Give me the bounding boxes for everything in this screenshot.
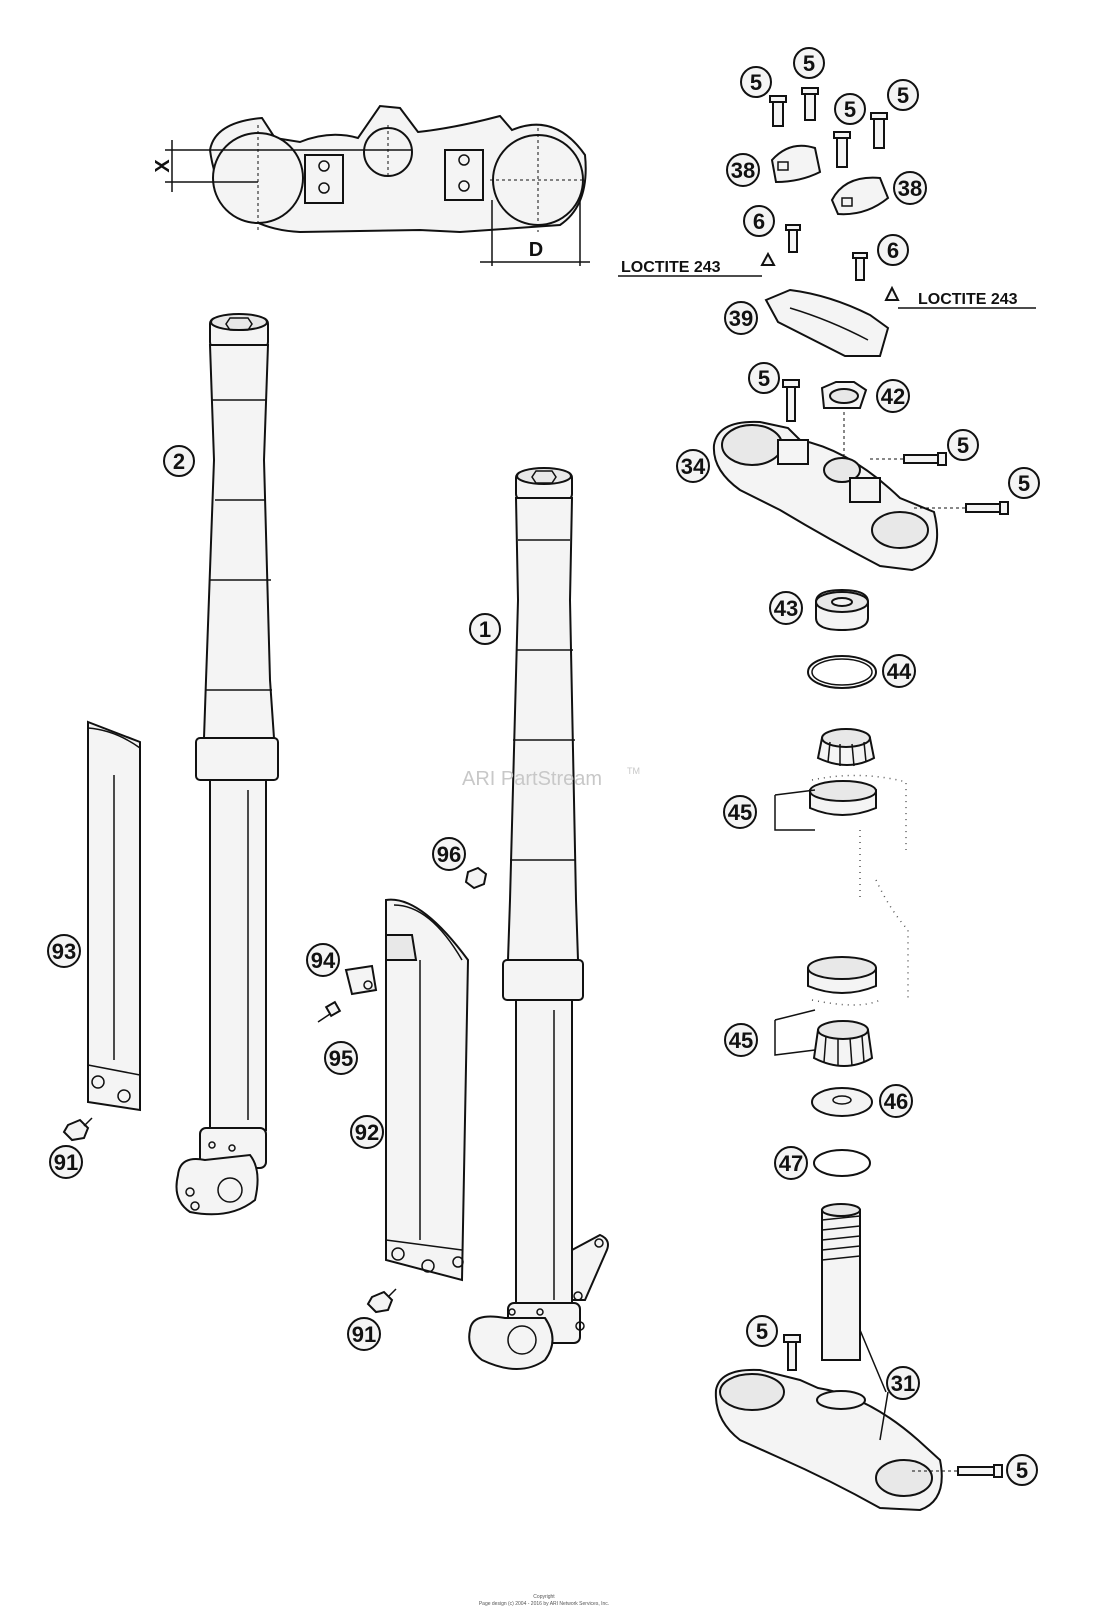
o-ring-47 (813, 1149, 871, 1177)
callout-5[interactable]: 5 (1008, 467, 1040, 499)
callout-5[interactable]: 5 (887, 79, 919, 111)
callout-label: 31 (891, 1371, 915, 1396)
callout-label: 5 (1018, 471, 1030, 496)
callout-43[interactable]: 43 (769, 591, 803, 625)
callout-label: 5 (844, 97, 856, 122)
callout-34[interactable]: 34 (676, 449, 710, 483)
dimension-d-label: D (529, 239, 543, 261)
leader-lines (859, 1329, 889, 1441)
watermark-text: ARI PartStream (462, 768, 602, 790)
watermark-tm: TM (627, 766, 640, 776)
screw-95 (317, 1000, 342, 1023)
callout-label: 5 (803, 51, 815, 76)
callout-label: 95 (329, 1046, 353, 1071)
callout-92[interactable]: 92 (350, 1115, 384, 1149)
callout-label: 5 (758, 366, 770, 391)
clamp-38-right (830, 176, 890, 216)
callout-91[interactable]: 91 (347, 1317, 381, 1351)
bearing-45-upper (809, 728, 877, 816)
washer-46 (811, 1087, 873, 1117)
callout-label: 91 (352, 1322, 376, 1347)
callout-label: 92 (355, 1120, 379, 1145)
callout-label: 34 (681, 454, 706, 479)
dimension-x-label: X (152, 159, 174, 173)
upper-triple-clamp-34 (712, 379, 1009, 572)
callout-label: 39 (729, 306, 753, 331)
callout-6[interactable]: 6 (877, 234, 909, 266)
callout-label: 5 (1016, 1458, 1028, 1483)
callout-93[interactable]: 93 (47, 934, 81, 968)
callout-46[interactable]: 46 (879, 1084, 913, 1118)
callout-label: 44 (887, 659, 912, 684)
fork-leg-left (175, 313, 279, 1216)
callout-label: 45 (728, 800, 752, 825)
callout-label: 46 (884, 1089, 908, 1114)
callout-95[interactable]: 95 (324, 1041, 358, 1075)
callout-label: 1 (479, 617, 491, 642)
callout-label: 6 (753, 209, 765, 234)
callout-5[interactable]: 5 (748, 362, 780, 394)
callout-6[interactable]: 6 (743, 205, 775, 237)
callout-45[interactable]: 45 (724, 1023, 758, 1057)
loctite-note-left: LOCTITE 243 (621, 259, 721, 276)
callout-5[interactable]: 5 (834, 93, 866, 125)
fork-guard-left (87, 720, 141, 1112)
callout-96[interactable]: 96 (432, 837, 466, 871)
bearing-45-lower (807, 956, 877, 1067)
callout-2[interactable]: 2 (163, 445, 195, 477)
callout-91[interactable]: 91 (49, 1145, 83, 1179)
callout-label: 2 (173, 449, 185, 474)
lower-triple-clamp-31 (714, 1203, 1003, 1512)
callout-label: 5 (756, 1319, 768, 1344)
fork-guard-right (385, 898, 470, 1282)
dust-seal-43 (815, 588, 869, 632)
clamp-94 (344, 964, 378, 996)
clamp-38-left (770, 144, 822, 184)
callout-label: 91 (54, 1150, 78, 1175)
callout-45[interactable]: 45 (723, 795, 757, 829)
callout-label: 38 (731, 158, 755, 183)
callout-label: 5 (957, 433, 969, 458)
callout-label: 42 (881, 384, 905, 409)
screws-6 (760, 224, 900, 301)
loctite-note-right: LOCTITE 243 (918, 291, 1018, 308)
callout-label: 38 (898, 176, 922, 201)
callout-label: 47 (779, 1151, 803, 1176)
callout-94[interactable]: 94 (306, 943, 340, 977)
callout-5[interactable]: 5 (740, 66, 772, 98)
callout-label: 5 (897, 83, 909, 108)
callout-5[interactable]: 5 (947, 429, 979, 461)
bridge-39 (764, 288, 890, 357)
triple-clamp-dimension-sketch: X D (152, 104, 590, 266)
callouts: 5 5 5 5 38 38 6 6 39 5 42 5 34 5 2 1 43 … (47, 47, 1040, 1486)
nut-96 (464, 866, 488, 890)
callout-1[interactable]: 1 (469, 613, 501, 645)
bracket-45 (774, 789, 816, 1056)
callout-label: 93 (52, 939, 76, 964)
footer-page-design: Page design (c) 2004 - 2016 by ARI Netwo… (479, 1601, 609, 1607)
fork-leg-right (468, 467, 609, 1370)
footer-copyright: Copyright (533, 1594, 555, 1600)
callout-39[interactable]: 39 (724, 301, 758, 335)
callout-label: 94 (311, 948, 336, 973)
screw-91-left (62, 1117, 93, 1142)
callout-31[interactable]: 31 (886, 1366, 920, 1400)
callout-label: 6 (887, 238, 899, 263)
callout-38[interactable]: 38 (893, 171, 927, 205)
bolts-5-top (769, 87, 888, 168)
screw-91-right (366, 1288, 397, 1314)
callout-38[interactable]: 38 (726, 153, 760, 187)
callout-label: 43 (774, 596, 798, 621)
callout-label: 96 (437, 842, 461, 867)
callout-5[interactable]: 5 (746, 1315, 778, 1347)
o-ring-44 (807, 655, 877, 689)
callout-44[interactable]: 44 (882, 654, 916, 688)
callout-label: 5 (750, 70, 762, 95)
callout-5[interactable]: 5 (793, 47, 825, 79)
callout-5[interactable]: 5 (1006, 1454, 1038, 1486)
callout-label: 45 (729, 1028, 753, 1053)
callout-47[interactable]: 47 (774, 1146, 808, 1180)
callout-42[interactable]: 42 (876, 379, 910, 413)
